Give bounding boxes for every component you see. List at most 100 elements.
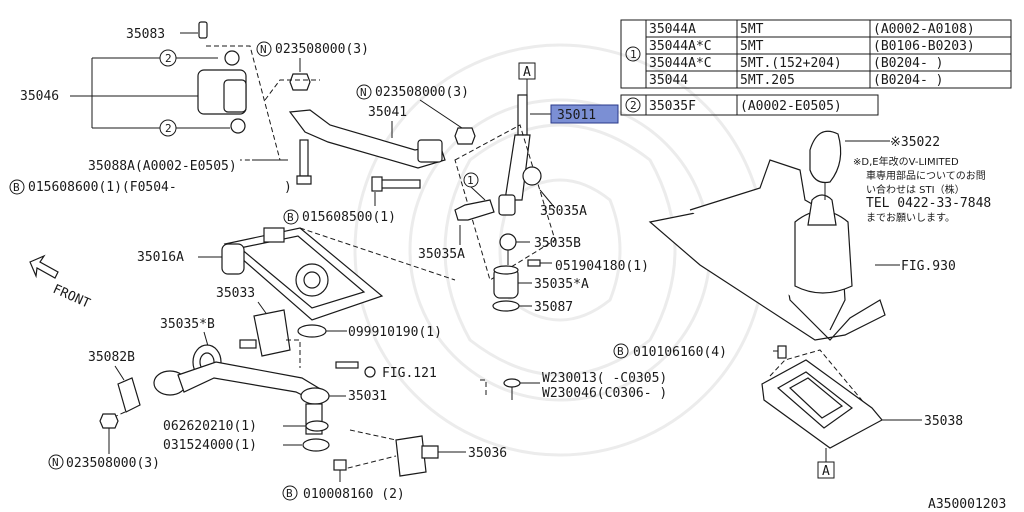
- bracket-35082B: 35082B: [88, 350, 187, 419]
- shift-knob: [809, 130, 842, 184]
- washer-031524000: 031524000(1): [163, 438, 330, 453]
- reference-table-1: 1 35044A 5MT (A0002-A0108) 35044A*C 5MT …: [620, 19, 1012, 89]
- gear-lever-35011: 1 35035A 35035A: [418, 94, 587, 281]
- table1-cell: 5MT: [740, 22, 764, 37]
- label-35046: 35046: [20, 89, 59, 104]
- nut-023508000-bottom: N 023508000(3): [48, 413, 160, 471]
- housing-35016A: 35016A: [137, 227, 456, 321]
- label-010106160: 010106160(4): [633, 345, 727, 360]
- bolt-icon: [379, 179, 421, 189]
- svg-text:までお願いします。: までお願いします。: [866, 212, 955, 224]
- console-fig930: ※35022 FIG.930: [648, 130, 956, 341]
- label-w230046: W230046(C0306- ): [542, 386, 667, 401]
- label-35083: 35083: [126, 27, 165, 42]
- nut-023508000-mid: N 023508000(3): [356, 84, 476, 145]
- bolt-icon: [299, 139, 309, 177]
- table1-cell: 35044: [649, 73, 688, 88]
- nut-icon: [454, 127, 476, 145]
- nut-icon: [99, 413, 119, 429]
- label-35038: 35038: [924, 414, 963, 429]
- table1-cell: (B0106-B0203): [873, 39, 975, 54]
- label-35041: 35041: [368, 105, 407, 120]
- svg-text:N: N: [260, 43, 267, 56]
- label-nut-top: 023508000(3): [275, 42, 369, 57]
- washer-062620210: 062620210(1): [163, 419, 329, 434]
- figure-code: A350001203: [928, 497, 1006, 512]
- label-015608600: 015608600(1)(F0504-: [28, 180, 177, 195]
- label-35035sA: 35035*A: [534, 277, 589, 292]
- table1-cell: 5MT: [740, 39, 764, 54]
- table1-cell: 35044A: [649, 22, 696, 37]
- circle-1-marker: [625, 46, 641, 62]
- label-fig930: FIG.930: [901, 259, 956, 274]
- plate-35038: B 010106160(4) 35038 A: [613, 343, 963, 479]
- svg-text:B: B: [13, 181, 20, 194]
- frame-ref-A: A: [518, 62, 536, 95]
- svg-text:2: 2: [165, 122, 172, 135]
- svg-text:車専用部品についてのお問: 車専用部品についてのお問: [866, 169, 986, 182]
- bracket-35036: 35036: [333, 429, 507, 477]
- front-arrow-icon: [29, 254, 59, 279]
- table1-cell: 5MT.205: [740, 73, 795, 88]
- note-35022: ※D,E年改のV-LIMITED 車専用部品についてのお問 い合わせは STI（…: [853, 155, 991, 224]
- lever-35031: 35031: [177, 361, 387, 435]
- washer-099910190: 099910190(1): [297, 324, 442, 340]
- svg-text:1: 1: [467, 174, 474, 187]
- fig121-ref: FIG.121: [286, 339, 437, 381]
- svg-text:N: N: [52, 456, 59, 469]
- label-35022: ※35022: [890, 135, 940, 150]
- label-35033: 35033: [216, 286, 255, 301]
- label-nut-mid: 023508000(3): [375, 85, 469, 100]
- bolt-015608600: B 015608600(1)(F0504- ): [9, 139, 312, 195]
- svg-text:): ): [284, 180, 292, 195]
- label-010008160: 010008160 (2): [303, 487, 405, 502]
- bolt-icon: [777, 345, 787, 359]
- bolt-015608500: B 015608500(1): [283, 176, 421, 225]
- table1-cell: 35044A*C: [649, 39, 712, 54]
- svg-text:B: B: [617, 345, 624, 358]
- circle-2-label: 2: [630, 99, 637, 112]
- label-35035B: 35035B: [534, 236, 581, 251]
- label-099910190: 099910190(1): [348, 325, 442, 340]
- part-35011-label[interactable]: 35011: [557, 108, 596, 123]
- circle-1-label: 1: [630, 48, 637, 61]
- svg-text:A: A: [523, 65, 531, 80]
- label-062620210: 062620210(1): [163, 419, 257, 434]
- label-031524000: 031524000(1): [163, 438, 257, 453]
- label-35036: 35036: [468, 446, 507, 461]
- table2-cell: (A0002-E0505): [740, 99, 842, 114]
- label-nut-bottom: 023508000(3): [66, 456, 160, 471]
- label-front: FRONT: [50, 282, 92, 312]
- wire-ref-w230: W230013( -C0305) W230046(C0306- ): [480, 371, 667, 401]
- front-arrow: FRONT: [29, 254, 92, 312]
- label-051904180: 051904180(1): [555, 259, 649, 274]
- table1-cell: (A0002-A0108): [873, 22, 975, 37]
- svg-text:※D,E年改のV-LIMITED: ※D,E年改のV-LIMITED: [853, 155, 959, 168]
- table1-cell: (B0204- ): [873, 56, 943, 71]
- label-35087: 35087: [534, 300, 573, 315]
- table1-cell: 5MT.(152+204): [740, 56, 842, 71]
- reference-table-2: 2 35035F (A0002-E0505): [620, 94, 879, 116]
- svg-text:TEL 0422-33-7848: TEL 0422-33-7848: [866, 196, 991, 211]
- label-w230013: W230013( -C0305): [542, 371, 667, 386]
- nut-023508000-top: N 023508000(3): [256, 41, 369, 91]
- bushing-stack: 35035B 051904180(1) 051904180(1) 35035*A…: [492, 233, 649, 315]
- frame-ref-A2: A: [822, 464, 830, 479]
- svg-text:い合わせは STI（株）: い合わせは STI（株）: [866, 183, 965, 196]
- svg-text:2: 2: [165, 52, 172, 65]
- pin-35083: [198, 21, 208, 39]
- label-35088A: 35088A(A0002-E0505): [88, 159, 237, 174]
- bracket-35046: 35083 2 2 35046: [20, 21, 281, 161]
- bolt-icon: [333, 459, 347, 471]
- circle-2-marker: [625, 97, 641, 113]
- label-35016A: 35016A: [137, 250, 184, 265]
- part-35011-highlight[interactable]: 35011: [530, 104, 619, 124]
- svg-text:N: N: [360, 86, 367, 99]
- label-35035A-1: 35035A: [540, 204, 587, 219]
- nut-icon: [289, 73, 311, 91]
- bolt-icon: [335, 361, 359, 369]
- table1-cell: 35044A*C: [649, 56, 712, 71]
- svg-text:B: B: [287, 211, 294, 224]
- label-35035A-2: 35035A: [418, 247, 465, 262]
